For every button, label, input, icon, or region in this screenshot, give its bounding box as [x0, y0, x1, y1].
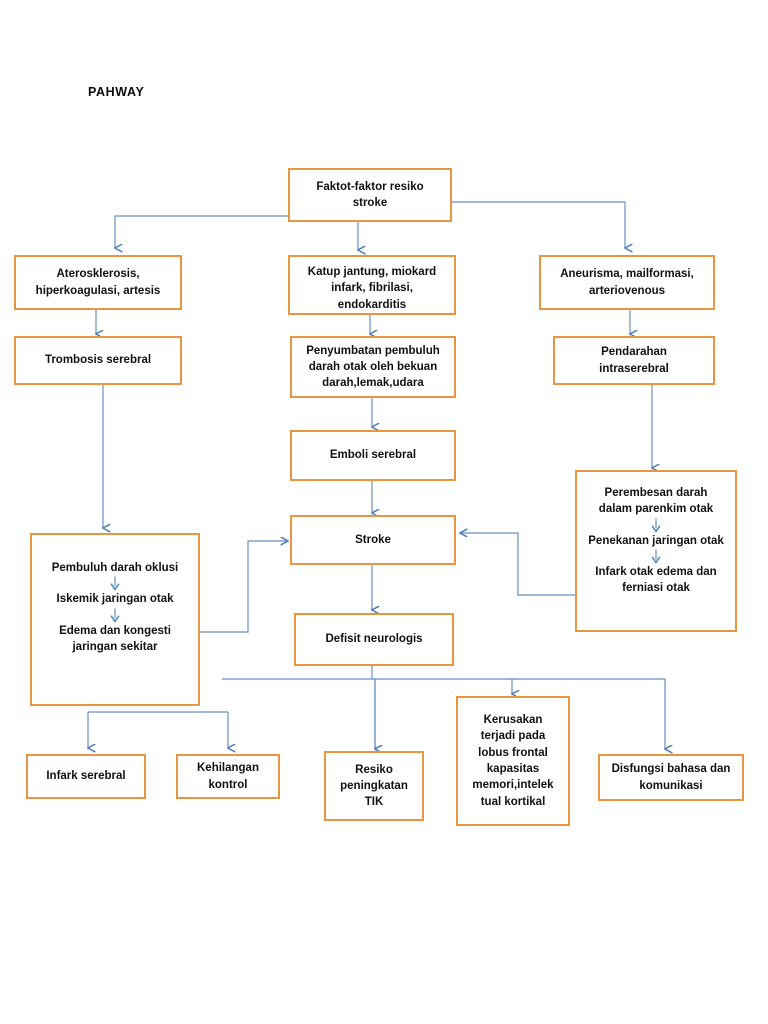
- node-atherosclerosis-label: Aterosklerosis, hiperkoagulasi, artesis: [35, 268, 161, 297]
- node-seepage-segment-1: Perembesan darah dalam parenkim otak: [598, 487, 714, 516]
- node-stroke[interactable]: Stroke: [290, 515, 456, 565]
- node-risk-factors[interactable]: Faktot-faktor resiko stroke: [288, 168, 452, 222]
- edge-risk-to-atherosclerosis: [115, 215, 288, 248]
- node-icp-risk-label: Resiko peningkatan TIK: [340, 763, 408, 809]
- node-intracerebral-bleed-label: Pendarahan intraserebral: [599, 346, 669, 375]
- node-stroke-label: Stroke: [355, 533, 391, 546]
- inner-arrow-down-icon: [577, 518, 735, 533]
- node-occlusion-chain[interactable]: Pembuluh darah oklusi Iskemik jaringan o…: [30, 533, 200, 706]
- node-heart-valve-label: Katup jantung, miokard infark, fibrilasi…: [307, 266, 437, 311]
- node-seepage-chain[interactable]: Perembesan darah dalam parenkim otak Pen…: [575, 470, 737, 632]
- node-thrombosis-label: Trombosis serebral: [44, 354, 152, 367]
- node-neuro-deficit[interactable]: Defisit neurologis: [294, 613, 454, 666]
- edge-seepage-to-stroke: [460, 533, 575, 596]
- inner-arrow-down-icon: [577, 549, 735, 564]
- node-heart-valve[interactable]: Katup jantung, miokard infark, fibrilasi…: [288, 255, 456, 315]
- inner-arrow-down-icon: [32, 608, 198, 623]
- node-aneurysm[interactable]: Aneurisma, mailformasi, arteriovenous: [539, 255, 715, 310]
- edge-risk-to-aneurysm: [452, 201, 625, 248]
- node-occlusion-segment-2: Iskemik jaringan otak: [56, 593, 174, 606]
- node-language-dysfunction[interactable]: Disfungsi bahasa dan komunikasi: [598, 754, 744, 801]
- page-title: PAHWAY: [88, 85, 145, 99]
- node-icp-risk[interactable]: Resiko peningkatan TIK: [324, 751, 424, 821]
- node-risk-factors-label: Faktot-faktor resiko stroke: [316, 180, 424, 209]
- node-frontal-lobe-damage[interactable]: Kerusakan terjadi pada lobus frontal kap…: [456, 696, 570, 826]
- node-thrombosis[interactable]: Trombosis serebral: [14, 336, 182, 385]
- node-cerebral-infarct-label: Infark serebral: [46, 770, 126, 783]
- node-loss-of-control[interactable]: Kehilangan kontrol: [176, 754, 280, 799]
- node-atherosclerosis[interactable]: Aterosklerosis, hiperkoagulasi, artesis: [14, 255, 182, 310]
- node-occlusion-segment-3: Edema dan kongesti jaringan sekitar: [59, 624, 171, 653]
- edge-occlusion-to-stroke: [200, 541, 288, 633]
- node-language-dysfunction-label: Disfungsi bahasa dan komunikasi: [611, 763, 731, 792]
- node-loss-of-control-label: Kehilangan kontrol: [197, 762, 259, 791]
- node-seepage-segment-3: Infark otak edema dan ferniasi otak: [595, 565, 717, 595]
- node-cerebral-emboli-label: Emboli serebral: [329, 449, 417, 462]
- node-intracerebral-bleed[interactable]: Pendarahan intraserebral: [553, 336, 715, 385]
- node-occlusion-segment-1: Pembuluh darah oklusi: [51, 562, 179, 574]
- node-cerebral-emboli[interactable]: Emboli serebral: [290, 430, 456, 481]
- node-aneurysm-label: Aneurisma, mailformasi, arteriovenous: [560, 268, 694, 297]
- node-vessel-blockage-label: Penyumbatan pembuluh darah otak oleh bek…: [306, 344, 440, 390]
- node-cerebral-infarct[interactable]: Infark serebral: [26, 754, 146, 799]
- node-vessel-blockage[interactable]: Penyumbatan pembuluh darah otak oleh bek…: [290, 336, 456, 398]
- node-neuro-deficit-label: Defisit neurologis: [325, 633, 423, 646]
- node-seepage-segment-2: Penekanan jaringan otak: [588, 534, 724, 547]
- inner-arrow-down-icon: [32, 576, 198, 591]
- node-frontal-lobe-damage-label: Kerusakan terjadi pada lobus frontal kap…: [472, 714, 554, 808]
